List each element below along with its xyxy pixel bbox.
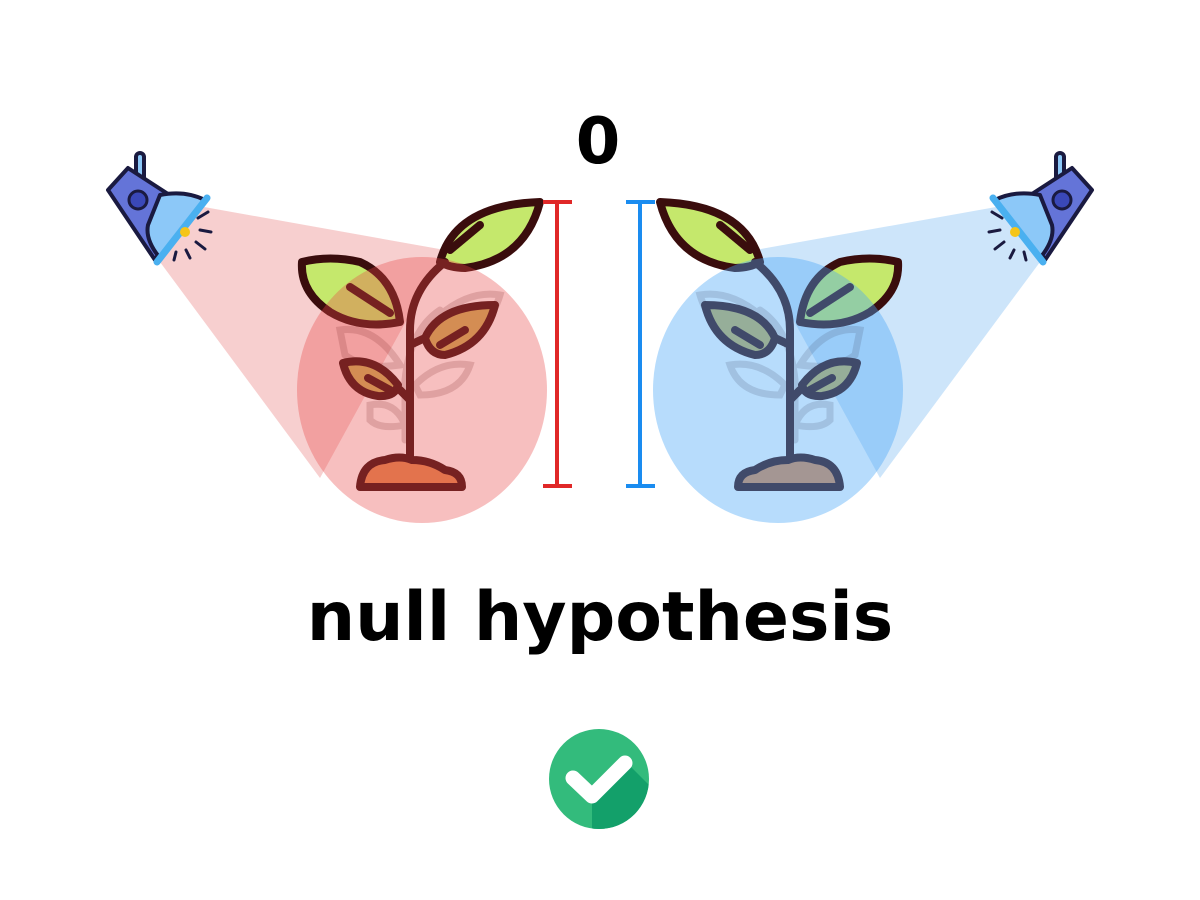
difference-value: 0 [576, 105, 621, 179]
left-condition [108, 153, 572, 523]
left-height-bar [543, 200, 572, 488]
right-condition [626, 153, 1092, 523]
right-effect-circle [653, 257, 903, 523]
left-effect-circle [297, 257, 547, 523]
caption: null hypothesis [307, 578, 894, 657]
check-circle-icon [549, 729, 649, 829]
right-height-bar [626, 200, 655, 488]
